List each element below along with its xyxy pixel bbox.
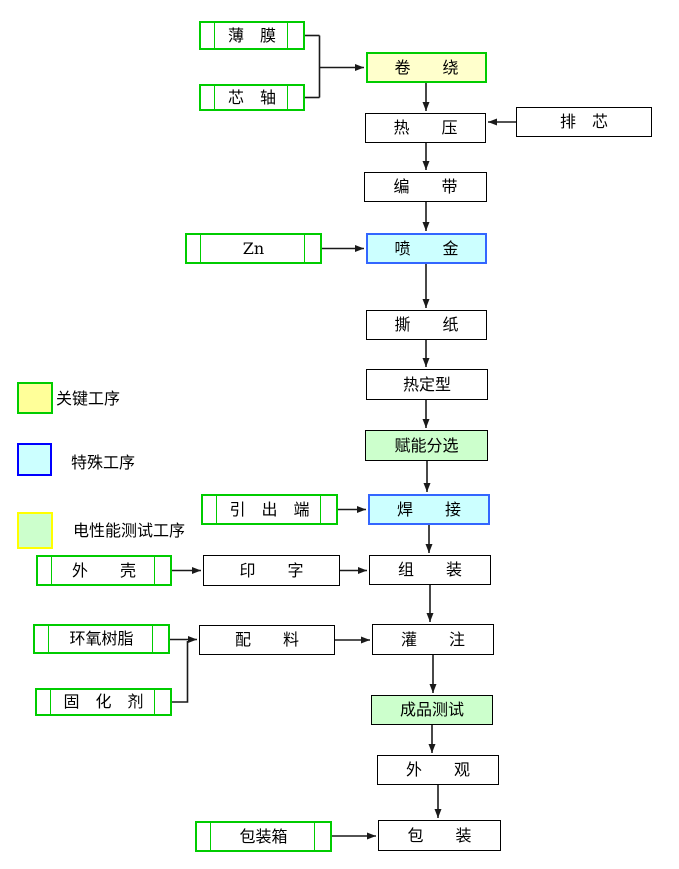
node-energize-sort: 赋能分选 [365,430,488,461]
node-zinc-label: Zn [242,238,265,258]
legend-label-key-process: 关键工序 [56,389,121,408]
node-lead-terminal: 引 出 端 [201,494,338,525]
node-assembly-label: 组 装 [397,560,462,579]
node-packaging-label: 包 装 [407,825,472,845]
node-epoxy-resin-label: 环氧树脂 [69,629,134,648]
node-welding-label: 焊 接 [396,499,461,519]
node-packing-box: 包装箱 [195,821,332,852]
node-hardener-label: 固 化 剂 [63,692,144,711]
node-energize-sort-label: 赋能分选 [394,435,459,455]
node-printing: 印 字 [203,555,340,586]
node-zinc: Zn [185,233,322,264]
node-mandrel: 芯 轴 [199,84,305,111]
node-welding: 焊 接 [368,494,490,525]
node-epoxy-resin: 环氧树脂 [33,624,170,654]
node-assembly: 组 装 [369,555,491,585]
node-hot-press: 热 压 [365,113,486,143]
node-appearance: 外 观 [377,755,499,785]
node-thin-film-label: 薄 膜 [227,25,276,45]
node-heat-setting-label: 热定型 [402,374,451,394]
node-shell: 外 壳 [36,555,172,586]
node-appearance-label: 外 观 [405,760,470,779]
node-packaging: 包 装 [378,820,501,851]
node-heat-setting: 热定型 [366,369,488,400]
node-hardener: 固 化 剂 [35,688,172,716]
node-core-arrange: 排 芯 [516,107,652,137]
node-potting: 灌 注 [372,624,494,655]
legend-swatch-electrical-test-process [17,512,53,549]
node-metal-spray: 喷 金 [366,233,487,264]
legend-label-electrical-test-process: 电性能测试工序 [73,521,186,540]
node-potting-label: 灌 注 [400,629,465,649]
node-metal-spray-label: 喷 金 [394,238,459,258]
node-lead-terminal-label: 引 出 端 [229,499,310,519]
node-shell-label: 外 壳 [71,560,136,580]
node-taping-label: 编 带 [393,177,458,196]
node-product-test-label: 成品测试 [399,700,464,719]
node-core-arrange-label: 排 芯 [559,112,608,131]
node-thin-film: 薄 膜 [199,21,305,50]
node-batching: 配 料 [199,625,335,655]
legend-swatch-key-process [17,382,53,414]
node-mandrel-label: 芯 轴 [227,87,276,107]
legend-label-special-process: 特殊工序 [71,453,136,472]
node-winding-label: 卷 绕 [394,57,459,77]
node-hot-press-label: 热 压 [393,118,458,137]
legend-swatch-special-process [17,443,52,476]
node-packing-box-label: 包装箱 [239,826,288,846]
node-winding: 卷 绕 [366,52,487,83]
node-paper-tear: 撕 纸 [366,310,487,340]
node-paper-tear-label: 撕 纸 [394,315,459,334]
node-product-test: 成品测试 [371,695,493,725]
node-taping: 编 带 [364,172,487,202]
node-batching-label: 配 料 [234,630,299,649]
node-printing-label: 印 字 [239,560,304,580]
